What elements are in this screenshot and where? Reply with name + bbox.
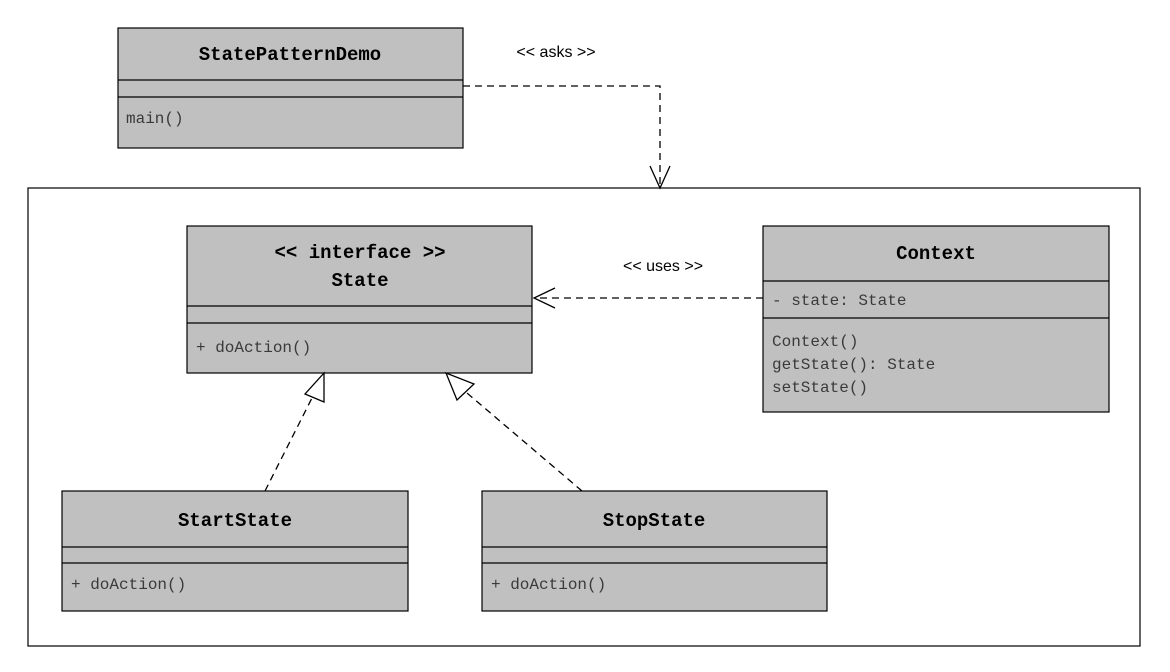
method: Context()	[772, 333, 858, 351]
class-name: State	[331, 270, 388, 292]
class-box	[61, 490, 409, 612]
class-box	[186, 225, 533, 374]
class-name: StopState	[603, 510, 706, 532]
class-startstate[interactable]: StartState + doAction()	[61, 490, 409, 612]
class-box	[481, 490, 828, 612]
class-statepatterndemo[interactable]: StatePatternDemo main()	[117, 27, 464, 149]
package-frame	[27, 187, 1141, 647]
realization-startstate	[264, 371, 325, 492]
method: + doAction()	[196, 339, 311, 357]
class-box	[762, 225, 1110, 413]
class-context[interactable]: Context - state: State Context() getStat…	[762, 225, 1110, 413]
method: + doAction()	[491, 576, 606, 594]
method: setState()	[772, 379, 868, 397]
realization-stopstate	[444, 371, 583, 492]
dependency-asks: << asks >>	[463, 44, 671, 190]
open-arrowhead-icon	[532, 287, 556, 309]
method: + doAction()	[71, 576, 186, 594]
realization-line	[264, 391, 316, 492]
class-box	[117, 27, 464, 149]
class-name: StatePatternDemo	[199, 44, 381, 66]
relation-label: << uses >>	[623, 258, 703, 275]
class-stereotype: << interface >>	[274, 242, 445, 264]
realization-triangle-icon	[303, 371, 325, 403]
method: main()	[126, 110, 184, 128]
interface-state[interactable]: << interface >> State + doAction()	[186, 225, 533, 374]
open-arrowhead-icon	[649, 165, 671, 190]
class-stopstate[interactable]: StopState + doAction()	[481, 490, 828, 612]
realization-triangle-icon	[444, 371, 476, 402]
attribute: - state: State	[772, 292, 906, 310]
method: getState(): State	[772, 356, 935, 374]
class-name: StartState	[178, 510, 292, 532]
dependency-line	[463, 85, 661, 186]
dependency-uses: << uses >>	[532, 258, 763, 309]
realization-line	[466, 392, 583, 492]
relation-label: << asks >>	[516, 44, 595, 61]
class-name: Context	[896, 243, 976, 265]
